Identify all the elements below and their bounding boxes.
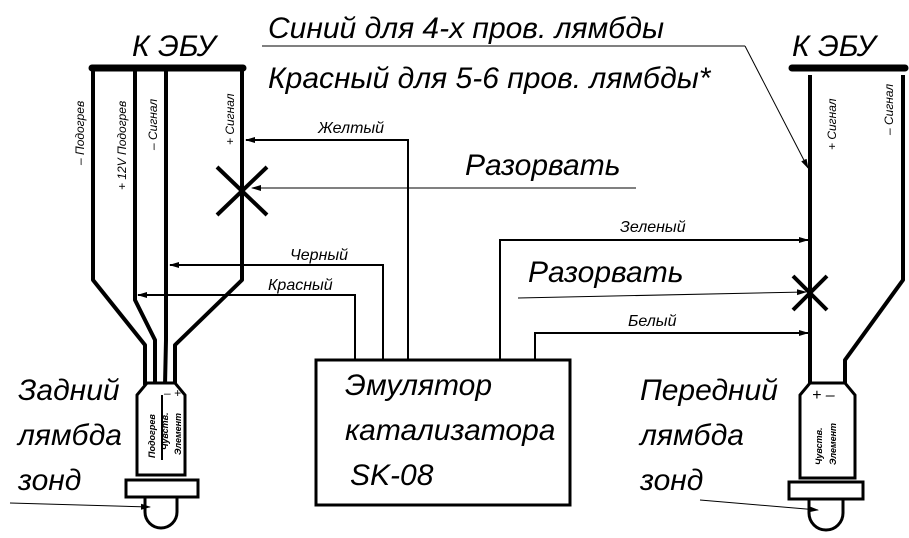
front-probe-pointer: [699, 499, 819, 513]
wire-black: [169, 262, 384, 360]
wire-white: [534, 330, 809, 360]
rear-probe-label-3: зонд: [17, 464, 81, 497]
cut-pointer-2: [517, 289, 807, 299]
cut-label-2: Разорвать: [528, 256, 683, 289]
wire-yellow: [245, 137, 409, 360]
front-probe-label-1: Передний: [640, 374, 778, 407]
emulator-line1: Эмулятор: [345, 369, 492, 402]
probe-polarity: + –: [812, 387, 835, 404]
wire-label-red: Красный: [268, 277, 333, 294]
pin-label: + Сигнал: [223, 93, 237, 145]
pin-label: – Сигнал: [146, 99, 160, 151]
rear-probe-label-1: Задний: [18, 374, 120, 407]
probe-polarity: – +: [163, 386, 181, 400]
note-red: Красный для 5-6 пров. лямбды*: [268, 62, 712, 95]
front-probe: Чувств. Элемент + –: [787, 381, 865, 532]
note-blue: Синий для 4-х пров. лямбды: [268, 12, 664, 45]
cut-cross-left: [215, 165, 269, 217]
cut-label-1: Разорвать: [465, 149, 620, 182]
ecu-label-left: К ЭБУ: [132, 30, 219, 63]
probe-body-label: Элемент: [173, 413, 183, 455]
emulator-box: [314, 358, 572, 507]
pin-label: – Подогрев: [73, 101, 87, 166]
probe-body-label: Чувств.: [160, 412, 170, 450]
wire-green: [499, 237, 809, 360]
ecu-label-right: К ЭБУ: [792, 30, 879, 63]
left-ecu-wires: [91, 70, 244, 386]
right-ecu-wires: [808, 75, 905, 385]
wire-label-green: Зеленый: [620, 219, 686, 236]
wire-red: [137, 292, 356, 360]
probe-body-label: Элемент: [828, 423, 838, 465]
front-probe-label-3: зонд: [639, 464, 703, 497]
rear-probe: Подогрев Чувств. Элемент – +: [124, 381, 200, 530]
probe-body-label: Подогрев: [147, 414, 157, 458]
pin-label: + 12V Подогрев: [115, 101, 129, 190]
wire-label-white: Белый: [628, 313, 677, 330]
probe-body-label: Чувств.: [814, 427, 824, 465]
wire-label-black: Черный: [290, 247, 348, 264]
emulator-line3: SK-08: [350, 459, 434, 492]
wire-label-yellow: Желтый: [317, 120, 384, 137]
emulator-line2: катализатора: [345, 414, 555, 447]
pin-label: + Сигнал: [825, 98, 839, 150]
pin-label: – Сигнал: [882, 84, 896, 136]
rear-probe-label-2: лямбда: [16, 419, 122, 452]
left-pin-labels: – Подогрев + 12V Подогрев – Сигнал + Сиг…: [73, 93, 237, 190]
front-probe-label-2: лямбда: [638, 419, 744, 452]
cut-cross-right: [791, 274, 829, 312]
note-pointer-arrow: [744, 45, 809, 169]
rear-probe-pointer: [9, 502, 151, 510]
